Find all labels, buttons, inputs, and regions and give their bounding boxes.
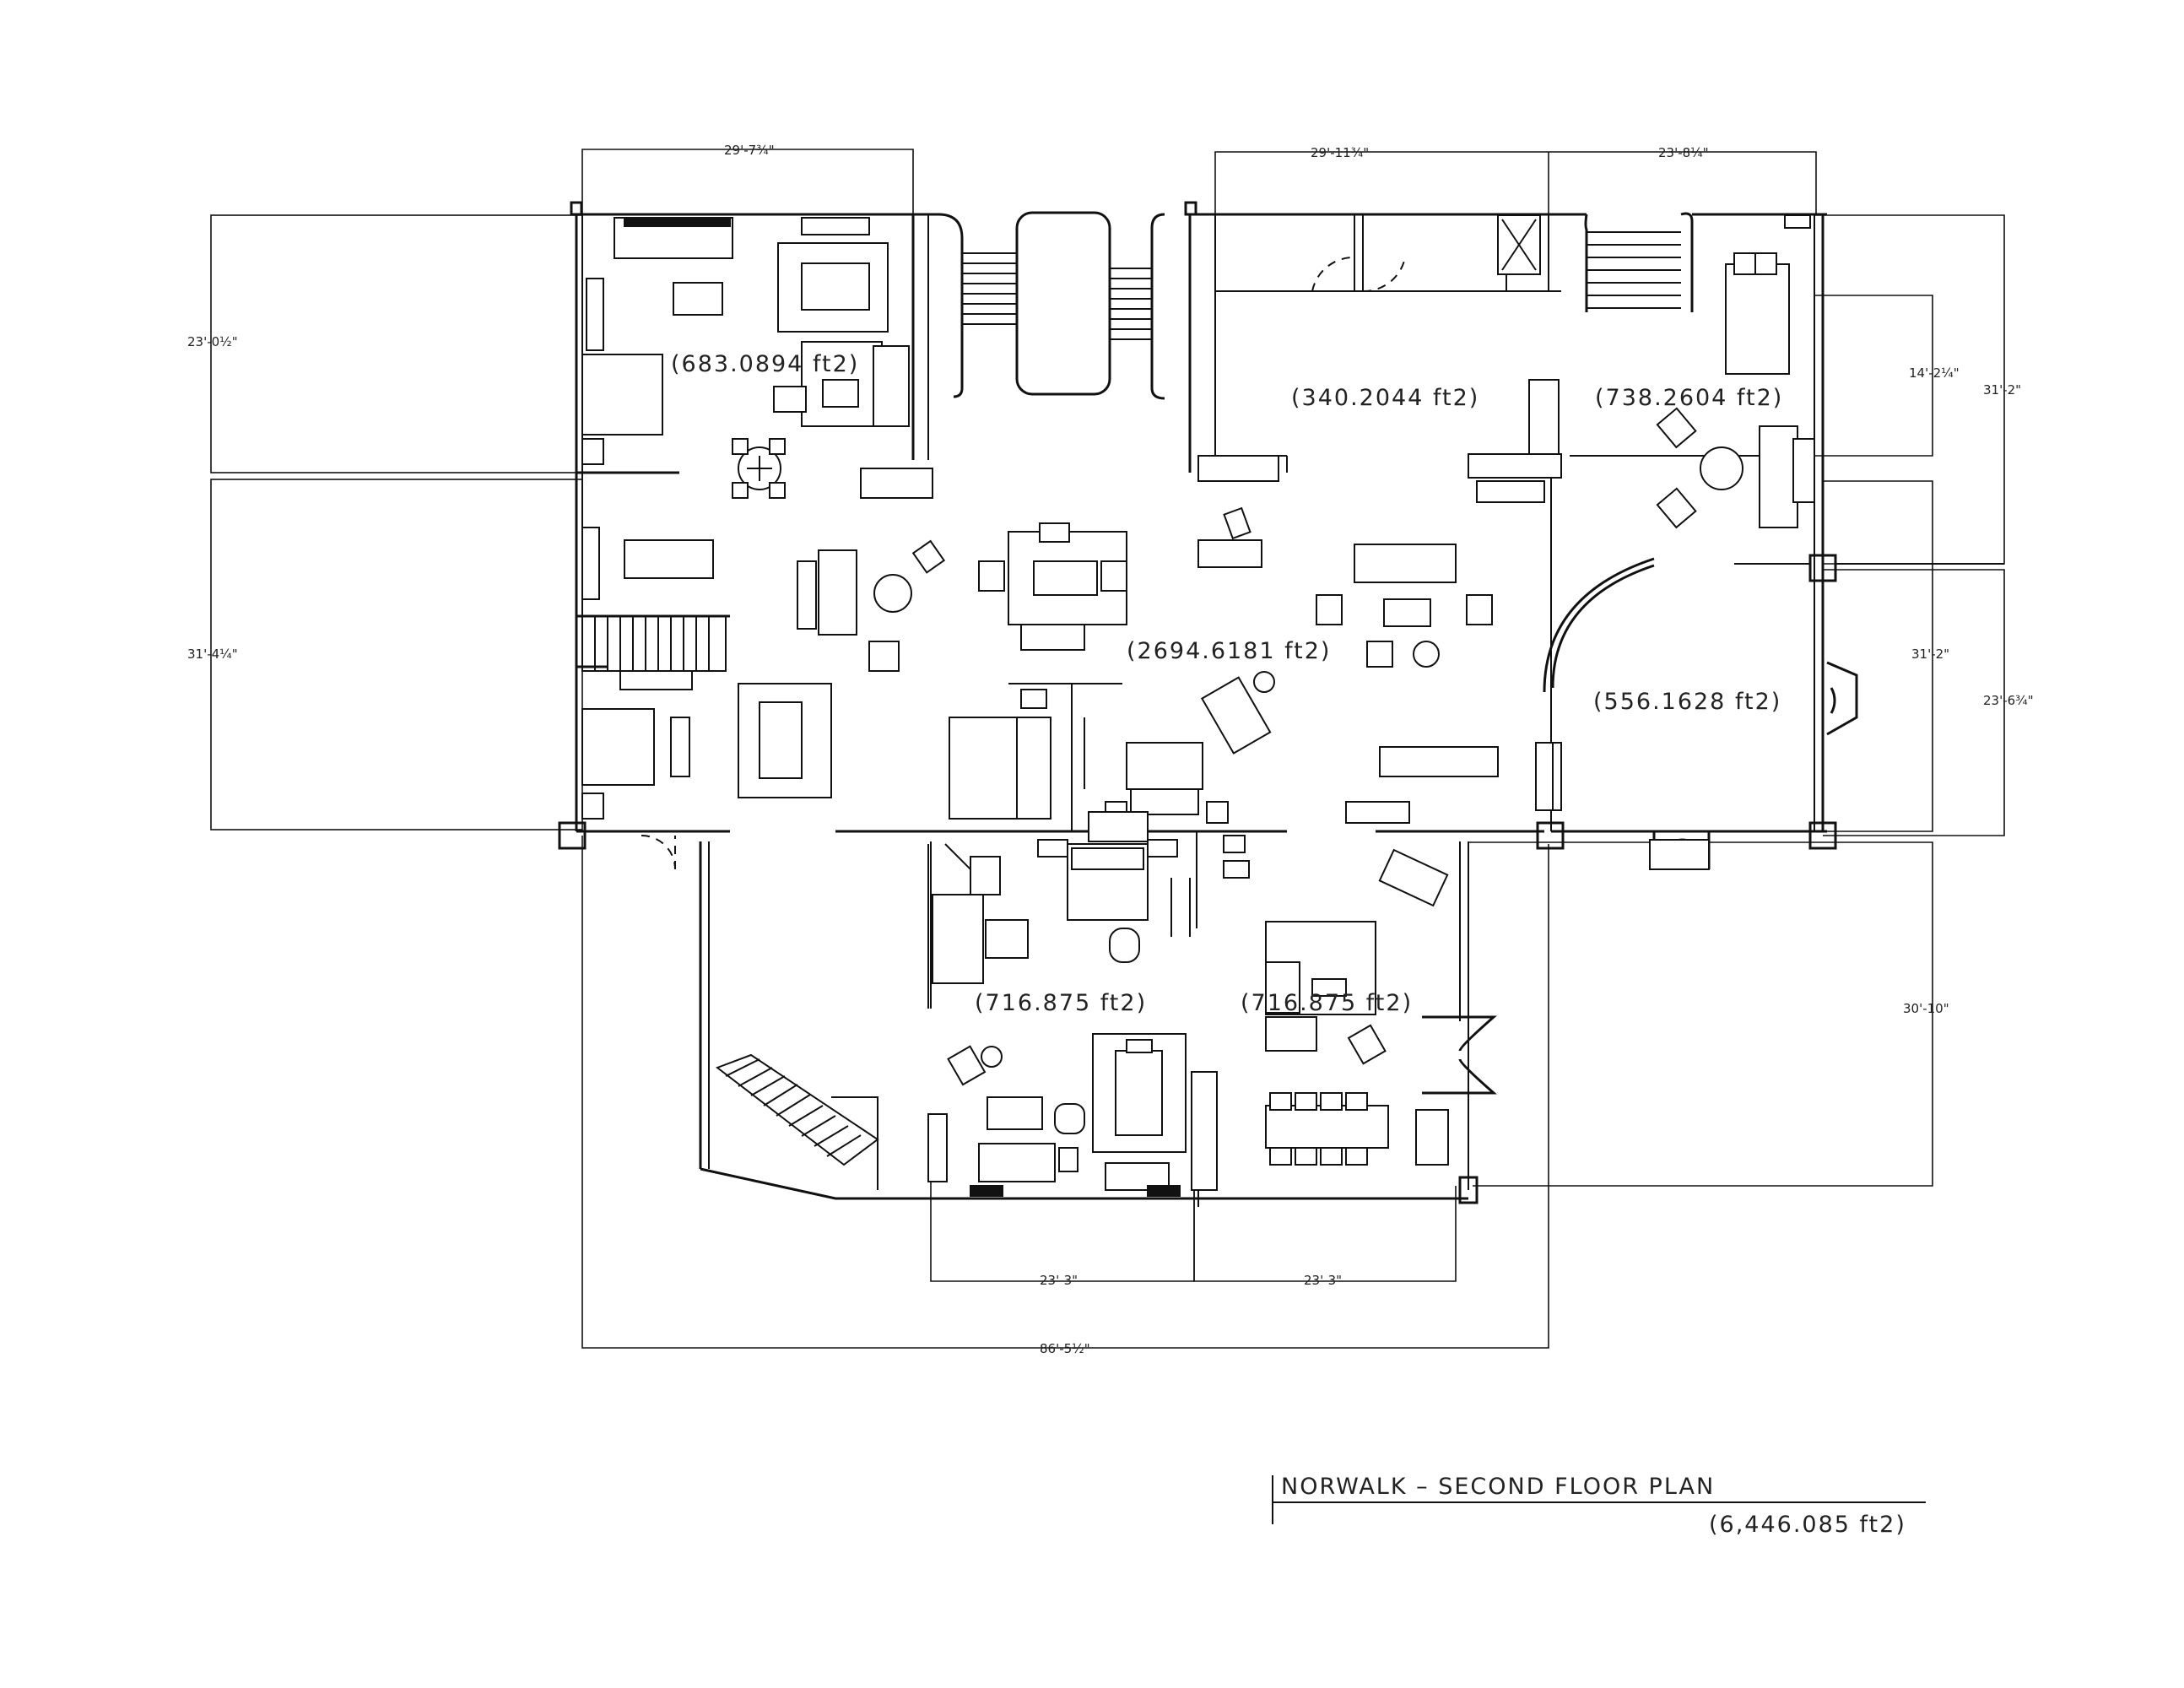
bridge-stairs [962,252,1152,340]
dim-left-upper-height: 23'-0½" [187,334,238,349]
dim-right-inner-mid: 31'-2" [1911,647,1949,662]
room-340-area: (340.2044 ft2) [1291,385,1479,411]
lower-left-stairs [715,1053,879,1190]
room-683-area: (683.0894 ft2) [671,351,859,377]
dim-right-inner-upper: 14'-2¼" [1909,365,1960,381]
dim-top-mid-width: 29'-11¾" [1311,145,1369,160]
round-table-with-chairs [732,438,786,499]
room-area-labels: (683.0894 ft2) (340.2044 ft2) (738.2604 … [671,351,1783,1016]
room-716-left-area: (716.875 ft2) [975,990,1147,1016]
right-stairs [1587,231,1681,309]
title-block: NORWALK – SECOND FLOOR PLAN (6,446.085 f… [1272,1474,1926,1538]
dimension-labels: 29'-7¾" 29'-11¾" 23'-8¼" 23'-0½" 31'-4¼"… [187,143,2034,1356]
left-mid-stairs [581,615,727,690]
dim-top-left-width: 29'-7¾" [724,143,775,158]
dim-right-outer-mid: 23'-6¾" [1983,693,2034,708]
dim-top-right-width: 23'-8¼" [1658,145,1709,160]
dim-left-lower-height: 31'-4¼" [187,647,238,662]
dim-bottom-left: 23'-3" [1040,1273,1078,1288]
room-556-area: (556.1628 ft2) [1593,689,1781,715]
walls [558,201,2004,1207]
room-716-right-area: (716.875 ft2) [1241,990,1413,1016]
furniture [581,214,1815,1197]
plan-title: NORWALK – SECOND FLOOR PLAN [1281,1474,1715,1500]
dim-bottom-total: 86'-5½" [1040,1341,1090,1356]
room-738-area: (738.2604 ft2) [1595,385,1783,411]
dim-bottom-right: 23'-3" [1304,1273,1342,1288]
plan-total-area: (6,446.085 ft2) [1709,1512,1906,1538]
dim-right-lower: 30'-10" [1903,1001,1949,1016]
room-2694-area: (2694.6181 ft2) [1127,638,1331,664]
dim-right-outer-upper: 31'-2" [1983,382,2021,398]
